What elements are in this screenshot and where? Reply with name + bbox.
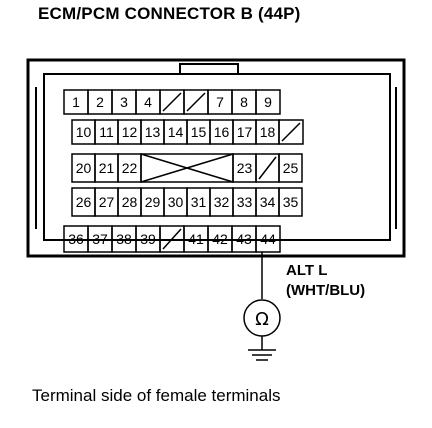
test-lead xyxy=(243,252,281,361)
terminal-label: 31 xyxy=(191,194,207,210)
blank-cross xyxy=(140,153,234,183)
terminal-label: 2 xyxy=(96,94,104,110)
blank-slash xyxy=(162,92,182,112)
terminal-label: 4 xyxy=(144,94,152,110)
terminal-label: 44 xyxy=(260,231,276,247)
terminal-label: 20 xyxy=(76,160,92,176)
housing-outer xyxy=(26,58,406,258)
ohm-symbol: Ω xyxy=(255,309,269,330)
wire-color-code: (WHT/BLU) xyxy=(286,282,365,299)
terminal-label: 22 xyxy=(122,160,138,176)
wire-name: ALT L xyxy=(286,262,327,279)
diagram-title: ECM/PCM CONNECTOR B (44P) xyxy=(38,4,301,23)
terminal-label: 35 xyxy=(283,194,299,210)
terminal-label: 42 xyxy=(212,231,228,247)
terminal-9 xyxy=(255,89,281,115)
terminal-label: 17 xyxy=(237,124,253,140)
terminal-label: 21 xyxy=(99,160,115,176)
terminal-label: 3 xyxy=(120,94,128,110)
terminal-label: 41 xyxy=(188,231,204,247)
terminal-label: 34 xyxy=(260,194,276,210)
blank-slash xyxy=(258,156,277,180)
terminal-label: 43 xyxy=(236,231,252,247)
terminal-label: 33 xyxy=(237,194,253,210)
terminal-label: 10 xyxy=(76,124,92,140)
terminal-label: 27 xyxy=(99,194,115,210)
blank-slash xyxy=(281,122,301,142)
terminal-label: 7 xyxy=(216,94,224,110)
blank-slash xyxy=(186,92,206,112)
unused-cavity xyxy=(278,119,304,145)
terminal-label: 36 xyxy=(68,231,84,247)
terminal-label: 37 xyxy=(92,231,108,247)
terminal-label: 15 xyxy=(191,124,207,140)
terminal-label: 13 xyxy=(145,124,161,140)
terminal-label: 28 xyxy=(122,194,138,210)
terminal-label: 29 xyxy=(145,194,161,210)
terminal-label: 1 xyxy=(72,94,80,110)
diagram-caption: Terminal side of female terminals xyxy=(32,386,281,405)
terminal-label: 16 xyxy=(214,124,230,140)
terminal-label: 18 xyxy=(260,124,276,140)
terminal-label: 8 xyxy=(240,94,248,110)
terminal-label: 23 xyxy=(237,160,253,176)
terminal-44 xyxy=(255,225,281,253)
terminal-label: 30 xyxy=(168,194,184,210)
terminal-35 xyxy=(278,187,303,217)
terminal-label: 25 xyxy=(283,160,299,176)
terminal-label: 38 xyxy=(116,231,132,247)
lock-tab xyxy=(179,63,239,75)
terminal-label: 12 xyxy=(122,124,138,140)
blank-slash xyxy=(162,228,182,250)
terminal-label: 14 xyxy=(168,124,184,140)
terminal-25 xyxy=(278,153,303,183)
terminal-label: 32 xyxy=(214,194,230,210)
terminal-label: 9 xyxy=(264,94,272,110)
terminal-label: 39 xyxy=(140,231,156,247)
terminal-label: 26 xyxy=(76,194,92,210)
terminal-label: 11 xyxy=(99,124,114,140)
